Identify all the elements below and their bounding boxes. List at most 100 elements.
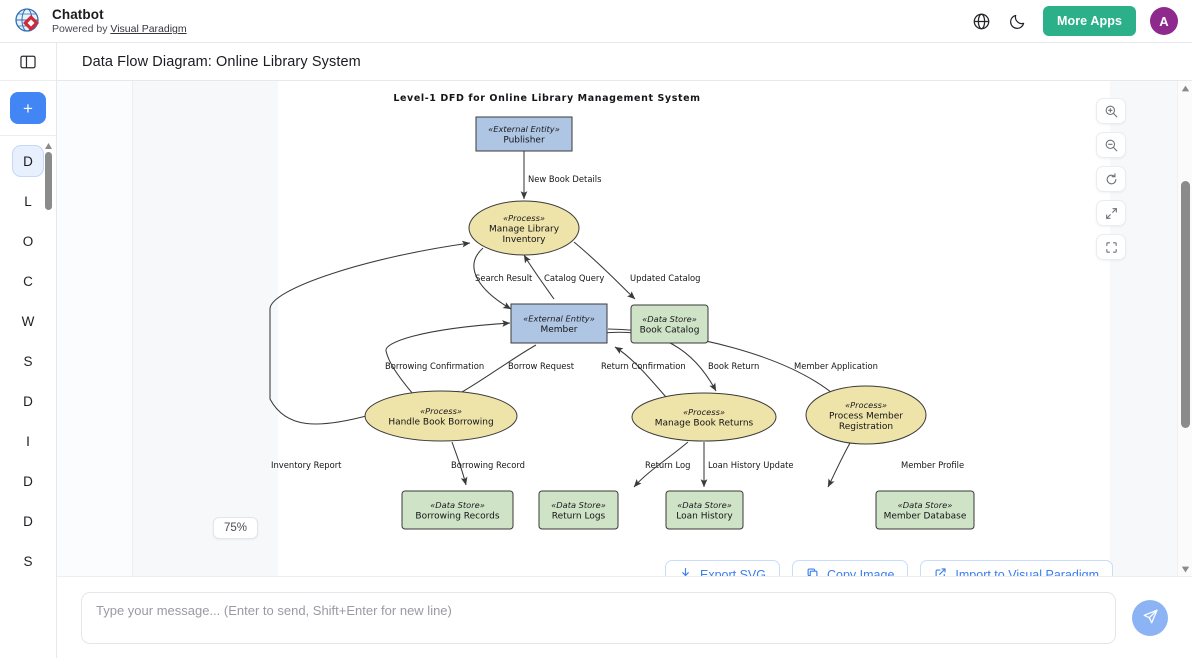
- dfd-node-member_database[interactable]: «Data Store»Member Database: [875, 490, 975, 530]
- main-content: Data Flow Diagram: Online Library System…: [57, 43, 1192, 658]
- rail-item-7[interactable]: I: [12, 425, 44, 457]
- send-button[interactable]: [1132, 599, 1168, 636]
- dfd-edge-manage_inventory-to-book_catalog: [573, 241, 636, 300]
- dfd-node-name: Return Logs: [552, 512, 606, 522]
- rail-item-10[interactable]: S: [12, 545, 44, 577]
- diagram-viewport: «External Entity»Publisher«Process»Manag…: [57, 81, 1192, 576]
- dfd-edge-label: Member Profile: [901, 460, 964, 470]
- rail-item-label: D: [23, 513, 33, 529]
- dfd-edge-label: Updated Catalog: [630, 273, 700, 283]
- rail-scrollbar[interactable]: [44, 142, 53, 658]
- scroll-down-icon[interactable]: [1178, 562, 1192, 576]
- rail-item-label: D: [23, 153, 33, 169]
- zoom-out-icon[interactable]: [1096, 132, 1126, 158]
- dfd-edge-handle_borrowing-to-borrowing_records: [451, 441, 468, 486]
- dfd-node-name: Registration: [839, 422, 893, 432]
- dfd-node-loan_history[interactable]: «Data Store»Loan History: [665, 490, 744, 530]
- rail-item-label: I: [26, 433, 30, 449]
- header-actions: More Apps A: [971, 6, 1178, 36]
- dfd-edge-manage_returns-to-member: [614, 346, 667, 398]
- viewport-scrollbar[interactable]: [1177, 81, 1192, 576]
- dfd-edge-member-to-manage_inventory: [523, 254, 555, 300]
- dfd-edge-label: Search Result: [475, 273, 533, 283]
- rail-scroll-up-icon[interactable]: [44, 142, 53, 150]
- rail-item-label: S: [23, 353, 33, 369]
- panel-toggle-icon[interactable]: [19, 53, 37, 71]
- rail-item-label: D: [23, 393, 33, 409]
- dfd-node-name: Inventory: [503, 235, 547, 245]
- copy-image-label: Copy Image: [827, 568, 895, 576]
- brand-subtitle: Powered by Visual Paradigm: [52, 23, 187, 35]
- dfd-stereotype: «Process»: [683, 407, 725, 417]
- rail-item-8[interactable]: D: [12, 465, 44, 497]
- rail-item-0[interactable]: D: [12, 145, 44, 177]
- scroll-up-icon[interactable]: [1178, 81, 1192, 95]
- brand-title: Chatbot: [52, 6, 104, 22]
- dfd-node-borrowing_records[interactable]: «Data Store»Borrowing Records: [401, 490, 514, 530]
- dfd-stereotype: «Data Store»: [642, 314, 697, 324]
- dfd-stereotype: «Process»: [503, 213, 545, 223]
- external-link-icon: [934, 567, 947, 576]
- dfd-edge-label: Borrowing Confirmation: [385, 361, 484, 371]
- message-input[interactable]: [81, 591, 1116, 644]
- dfd-edge-label: Inventory Report: [271, 460, 342, 470]
- rail-item-2[interactable]: O: [12, 225, 44, 257]
- zoom-level-badge[interactable]: 75%: [213, 517, 259, 539]
- dfd-node-return_logs[interactable]: «Data Store» Return Logs: [538, 490, 619, 530]
- rail-item-label: D: [23, 473, 33, 489]
- diagram-canvas-wrap[interactable]: «External Entity»Publisher«Process»Manag…: [133, 81, 1192, 576]
- rail-item-label: C: [23, 273, 33, 289]
- zoom-in-icon[interactable]: [1096, 98, 1126, 124]
- dfd-node-handle_borrowing[interactable]: «Process» Handle Book Borrowing: [364, 390, 518, 442]
- dfd-node-publisher[interactable]: «External Entity»Publisher: [475, 116, 573, 152]
- dfd-edge-member-to-handle_borrowing: [452, 344, 537, 398]
- dfd-edge-handle_borrowing-to-member: [385, 320, 511, 395]
- export-svg-label: Export SVG: [700, 568, 766, 576]
- rail-item-label: S: [23, 553, 33, 569]
- diagram-action-row: Export SVG Copy Image: [665, 560, 1113, 576]
- dfd-stereotype: «Process»: [420, 406, 462, 416]
- new-chat-button[interactable]: +: [10, 92, 46, 124]
- copy-image-button[interactable]: Copy Image: [792, 560, 909, 576]
- dfd-stereotype: «Data Store»: [677, 500, 732, 510]
- dfd-node-manage_returns[interactable]: «Process»Manage Book Returns: [631, 392, 777, 442]
- rail-scroll-thumb[interactable]: [45, 152, 52, 210]
- dfd-node-member[interactable]: «External Entity»Member: [510, 303, 608, 344]
- dfd-edge-label: Loan History Update: [708, 460, 794, 470]
- dfd-stereotype: «External Entity»: [523, 314, 595, 324]
- dfd-edge-label: New Book Details: [528, 174, 601, 184]
- fullscreen-icon[interactable]: [1096, 234, 1126, 260]
- moon-icon[interactable]: [1007, 10, 1029, 32]
- rail-item-1[interactable]: L: [12, 185, 44, 217]
- import-label: Import to Visual Paradigm: [955, 568, 1099, 576]
- rail-top: [0, 43, 56, 81]
- rail-item-9[interactable]: D: [12, 505, 44, 537]
- more-apps-button[interactable]: More Apps: [1042, 6, 1136, 36]
- dfd-edge-label: Return Confirmation: [601, 361, 686, 371]
- globe-icon[interactable]: [971, 10, 993, 32]
- dfd-stereotype: «Data Store»: [551, 500, 606, 510]
- export-svg-button[interactable]: Export SVG: [665, 560, 780, 576]
- dfd-node-name: Publisher: [503, 136, 545, 146]
- avatar[interactable]: A: [1150, 7, 1178, 35]
- dfd-node-book_catalog[interactable]: «Data Store»Book Catalog: [630, 304, 709, 344]
- scrollbar-thumb[interactable]: [1181, 181, 1190, 428]
- import-to-visual-paradigm-button[interactable]: Import to Visual Paradigm: [920, 560, 1113, 576]
- visual-paradigm-link[interactable]: Visual Paradigm: [110, 23, 187, 36]
- rail-item-5[interactable]: S: [12, 345, 44, 377]
- rail-item-3[interactable]: C: [12, 265, 44, 297]
- dfd-node-name: Handle Book Borrowing: [388, 418, 493, 428]
- reset-icon[interactable]: [1096, 166, 1126, 192]
- dfd-node-name: Manage Library: [489, 224, 560, 234]
- expand-icon[interactable]: [1096, 200, 1126, 226]
- dfd-svg: «External Entity»Publisher«Process»Manag…: [269, 93, 975, 530]
- rail-item-4[interactable]: W: [12, 305, 44, 337]
- viewport-left-gutter: [57, 81, 133, 576]
- rail-scroll-track[interactable]: [44, 152, 53, 658]
- rail-item-6[interactable]: D: [12, 385, 44, 417]
- download-icon: [679, 567, 692, 576]
- powered-by-text: Powered by: [52, 23, 111, 36]
